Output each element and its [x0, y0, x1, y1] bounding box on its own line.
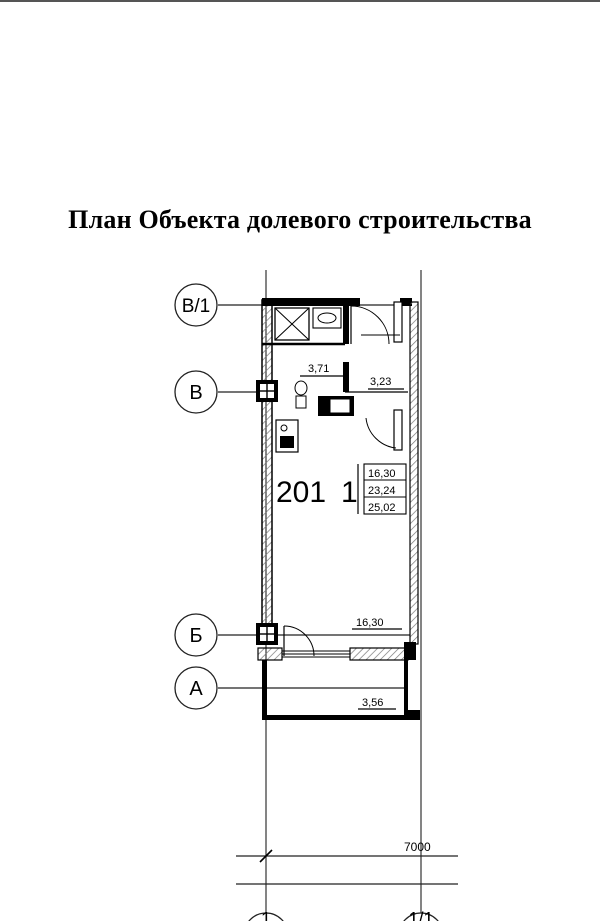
axis-marker-col-1-1: 1/1	[403, 909, 439, 921]
balcony-right-corner	[408, 710, 420, 720]
shower-icon	[274, 307, 310, 341]
balcony-left-wall	[262, 660, 267, 720]
svg-text:А: А	[189, 678, 203, 700]
axis-marker-b: Б	[174, 613, 218, 657]
svg-text:В: В	[189, 382, 202, 404]
axis-marker-col-1: 1	[248, 909, 284, 921]
left-wall	[261, 299, 273, 643]
dimension-tick-left	[259, 849, 273, 863]
kitchen-unit-icon	[275, 396, 354, 453]
balcony-right-wall	[404, 660, 408, 720]
svg-text:1/1: 1/1	[408, 909, 433, 921]
balcony-bottom-wall	[262, 715, 406, 720]
axis-marker-v1: В/1	[174, 283, 218, 327]
hall-door-swing	[365, 417, 397, 449]
svg-text:В/1: В/1	[182, 296, 211, 317]
page-title: План Объекта долевого строительства	[68, 205, 532, 234]
hall-area-label: 3,23	[370, 376, 391, 388]
axis-marker-a: А	[174, 666, 218, 710]
column-v	[256, 380, 278, 402]
area-living: 16,30	[368, 468, 396, 480]
top-wall-right	[400, 298, 412, 306]
living-area-label: 16,30	[356, 617, 384, 629]
balcony-wall-right	[349, 647, 409, 661]
balcony-corner	[404, 642, 416, 660]
column-b	[256, 623, 278, 645]
toilet-icon	[294, 380, 308, 409]
top-border-line	[0, 0, 600, 2]
svg-text:1: 1	[261, 909, 271, 921]
top-wall	[262, 298, 360, 306]
balcony-area-label: 3,56	[362, 697, 383, 709]
bathroom-wall	[343, 306, 349, 344]
apartment-rooms-count: 1	[341, 476, 358, 509]
bathroom-wall-lower	[343, 362, 349, 392]
balcony-wall-left	[257, 647, 283, 661]
sink-icon	[312, 307, 342, 329]
hall-door-leaf	[393, 409, 403, 451]
apartment-number: 201	[276, 476, 326, 509]
bathroom-area-label: 3,71	[308, 363, 329, 375]
svg-text:Б: Б	[189, 625, 202, 647]
dimension-value: 7000	[404, 840, 431, 854]
area-box	[357, 463, 407, 515]
area-total: 23,24	[368, 485, 396, 497]
bathroom-door-icon	[350, 305, 390, 345]
right-wall	[409, 301, 419, 645]
axis-marker-v: В	[174, 370, 218, 414]
entrance-door-icon	[361, 301, 403, 343]
area-total-with-balcony: 25,02	[368, 502, 396, 514]
